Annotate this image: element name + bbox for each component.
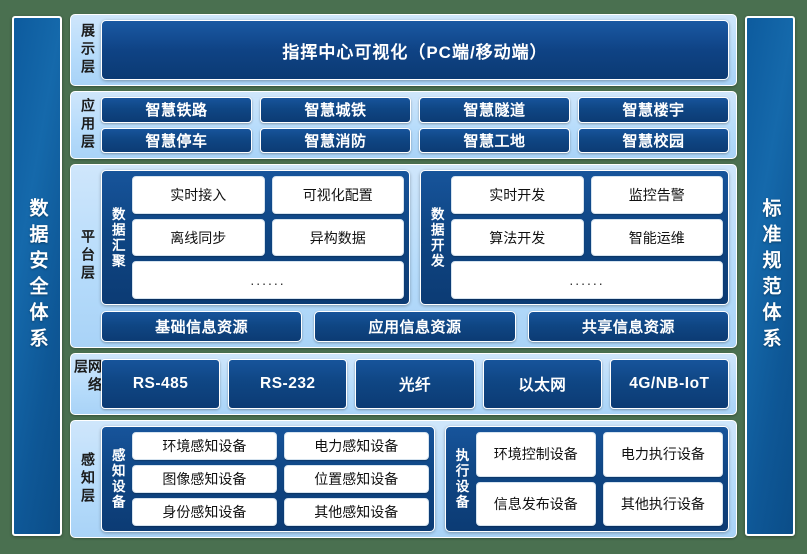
layer-display: 展示层 指挥中心可视化（PC端/移动端） bbox=[70, 14, 737, 86]
platform-development-cells: 实时开发 监控告警 算法开发 智能运维 ...... bbox=[451, 176, 723, 300]
sensing-group-sensor-label-wrap: 感知设备 bbox=[107, 432, 127, 526]
layer-network-body: RS-485 RS-232 光纤 以太网 4G/NB-IoT bbox=[101, 359, 729, 409]
actuator-power-execution-device[interactable]: 电力执行设备 bbox=[602, 432, 723, 477]
platform-group-aggregation-label-wrap: 数据汇聚 bbox=[107, 176, 127, 299]
sensing-actuator-cells: 环境控制设备 电力执行设备 信息发布设备 其他执行设备 bbox=[475, 432, 723, 526]
layer-display-body: 指挥中心可视化（PC端/移动端） bbox=[101, 20, 729, 80]
platform-aggregation-row-3: ...... bbox=[132, 261, 404, 300]
cell-realtime-ingest[interactable]: 实时接入 bbox=[132, 176, 265, 214]
layer-platform-label: 平台层 bbox=[80, 229, 96, 283]
layer-application-label: 应用层 bbox=[80, 98, 96, 152]
layer-platform: 平台层 数据汇聚 实时接入 可视化配置 bbox=[70, 164, 737, 348]
platform-group-data-development: 数据开发 实时开发 监控告警 算法开发 智能运维 bbox=[420, 170, 729, 305]
layer-platform-body: 数据汇聚 实时接入 可视化配置 离线同步 异构数据 bbox=[101, 170, 729, 342]
actuator-information-release-device[interactable]: 信息发布设备 bbox=[475, 481, 596, 526]
sensor-identity-device[interactable]: 身份感知设备 bbox=[132, 498, 277, 526]
network-grid: RS-485 RS-232 光纤 以太网 4G/NB-IoT bbox=[101, 359, 729, 409]
cell-intelligent-ops[interactable]: 智能运维 bbox=[590, 218, 723, 257]
sensor-image-device[interactable]: 图像感知设备 bbox=[132, 465, 277, 493]
sensing-sensor-cells: 环境感知设备 电力感知设备 图像感知设备 位置感知设备 身份感知设备 其他感知设… bbox=[132, 432, 429, 526]
platform-aggregation-row-2: 离线同步 异构数据 bbox=[132, 218, 404, 257]
command-center-banner[interactable]: 指挥中心可视化（PC端/移动端） bbox=[101, 20, 729, 80]
application-grid: 智慧铁路 智慧城铁 智慧隧道 智慧楼宇 智慧停车 智慧消防 智慧工地 智慧校园 bbox=[101, 97, 729, 153]
cell-offline-sync[interactable]: 离线同步 bbox=[132, 218, 265, 257]
app-item-smart-construction[interactable]: 智慧工地 bbox=[419, 127, 570, 153]
layer-application-body: 智慧铁路 智慧城铁 智慧隧道 智慧楼宇 智慧停车 智慧消防 智慧工地 智慧校园 bbox=[101, 97, 729, 153]
cell-development-ellipsis[interactable]: ...... bbox=[451, 261, 723, 300]
sensor-environment-device[interactable]: 环境感知设备 bbox=[132, 432, 277, 460]
layer-sensing-body: 感知设备 环境感知设备 电力感知设备 图像感知设备 位置感知设备 身份感知设备 … bbox=[101, 426, 729, 532]
layer-application: 应用层 智慧铁路 智慧城铁 智慧隧道 智慧楼宇 智慧停车 智慧消防 智慧工地 智… bbox=[70, 91, 737, 159]
platform-development-row-3: ...... bbox=[451, 261, 723, 300]
layer-stack: 展示层 指挥中心可视化（PC端/移动端） 应用层 智慧铁路 智慧城铁 智慧隧道 … bbox=[70, 14, 737, 538]
right-pillar-label: 标准规范体系 bbox=[759, 198, 781, 354]
layer-sensing-label-wrap: 感知层 bbox=[75, 426, 101, 532]
network-item-4g-nbiot[interactable]: 4G/NB-IoT bbox=[609, 359, 729, 409]
app-item-smart-firefighting[interactable]: 智慧消防 bbox=[260, 127, 411, 153]
sensor-other-device[interactable]: 其他感知设备 bbox=[283, 498, 429, 526]
cell-heterogeneous-data[interactable]: 异构数据 bbox=[271, 218, 404, 257]
network-item-fiber[interactable]: 光纤 bbox=[355, 359, 475, 409]
cell-algorithm-development[interactable]: 算法开发 bbox=[451, 218, 584, 257]
sensing-group-sensor-label: 感知设备 bbox=[109, 448, 125, 510]
layer-platform-label-wrap: 平台层 bbox=[75, 170, 101, 342]
platform-group-development-label-wrap: 数据开发 bbox=[426, 176, 446, 299]
right-pillar-standards: 标准规范体系 bbox=[745, 16, 795, 536]
cell-realtime-development[interactable]: 实时开发 bbox=[451, 176, 584, 214]
app-item-smart-building[interactable]: 智慧楼宇 bbox=[578, 97, 729, 123]
app-item-smart-urban-rail[interactable]: 智慧城铁 bbox=[260, 97, 411, 123]
actuator-environment-control-device[interactable]: 环境控制设备 bbox=[475, 432, 596, 477]
platform-development-row-1: 实时开发 监控告警 bbox=[451, 176, 723, 214]
left-pillar-data-security: 数据安全体系 bbox=[12, 16, 62, 536]
platform-groups: 数据汇聚 实时接入 可视化配置 离线同步 异构数据 bbox=[101, 170, 729, 305]
network-item-rs485[interactable]: RS-485 bbox=[101, 359, 221, 409]
sensing-group-sensor-devices: 感知设备 环境感知设备 电力感知设备 图像感知设备 位置感知设备 身份感知设备 … bbox=[101, 426, 435, 532]
platform-group-data-aggregation: 数据汇聚 实时接入 可视化配置 离线同步 异构数据 bbox=[101, 170, 410, 305]
app-item-smart-campus[interactable]: 智慧校园 bbox=[578, 127, 729, 153]
layer-display-label-wrap: 展示层 bbox=[75, 20, 101, 80]
sensor-location-device[interactable]: 位置感知设备 bbox=[283, 465, 429, 493]
app-item-smart-railway[interactable]: 智慧铁路 bbox=[101, 97, 252, 123]
network-item-ethernet[interactable]: 以太网 bbox=[482, 359, 602, 409]
resource-shared-information[interactable]: 共享信息资源 bbox=[527, 311, 729, 342]
platform-group-aggregation-label: 数据汇聚 bbox=[109, 206, 125, 269]
layer-application-label-wrap: 应用层 bbox=[75, 97, 101, 153]
app-item-smart-tunnel[interactable]: 智慧隧道 bbox=[419, 97, 570, 123]
cell-visual-config[interactable]: 可视化配置 bbox=[271, 176, 404, 214]
sensing-group-actuator-devices: 执行设备 环境控制设备 电力执行设备 信息发布设备 其他执行设备 bbox=[444, 426, 729, 532]
layer-network: 网络层 RS-485 RS-232 光纤 以太网 4G/NB-IoT bbox=[70, 353, 737, 415]
resource-basic-information[interactable]: 基础信息资源 bbox=[101, 311, 303, 342]
layer-sensing: 感知层 感知设备 环境感知设备 电力感知设备 图像感知设备 位置感知设备 身份感… bbox=[70, 420, 737, 538]
layer-sensing-label: 感知层 bbox=[80, 452, 96, 506]
sensor-power-device[interactable]: 电力感知设备 bbox=[283, 432, 429, 460]
sensing-group-actuator-label: 执行设备 bbox=[453, 448, 469, 510]
resource-application-information[interactable]: 应用信息资源 bbox=[314, 311, 516, 342]
left-pillar-label: 数据安全体系 bbox=[26, 198, 48, 354]
layer-display-label: 展示层 bbox=[80, 23, 96, 77]
layer-network-label-wrap: 网络层 bbox=[73, 359, 103, 409]
platform-aggregation-cells: 实时接入 可视化配置 离线同步 异构数据 ...... bbox=[132, 176, 404, 300]
platform-development-row-2: 算法开发 智能运维 bbox=[451, 218, 723, 257]
network-item-rs232[interactable]: RS-232 bbox=[228, 359, 348, 409]
cell-monitoring-alarm[interactable]: 监控告警 bbox=[590, 176, 723, 214]
cell-aggregation-ellipsis[interactable]: ...... bbox=[132, 261, 404, 300]
platform-resource-row: 基础信息资源 应用信息资源 共享信息资源 bbox=[101, 311, 729, 342]
platform-aggregation-row-1: 实时接入 可视化配置 bbox=[132, 176, 404, 214]
app-item-smart-parking[interactable]: 智慧停车 bbox=[101, 127, 252, 153]
layer-network-label: 网络层 bbox=[73, 359, 103, 395]
sensing-group-actuator-label-wrap: 执行设备 bbox=[451, 432, 471, 526]
platform-group-development-label: 数据开发 bbox=[428, 206, 444, 269]
actuator-other-execution-device[interactable]: 其他执行设备 bbox=[602, 481, 723, 526]
